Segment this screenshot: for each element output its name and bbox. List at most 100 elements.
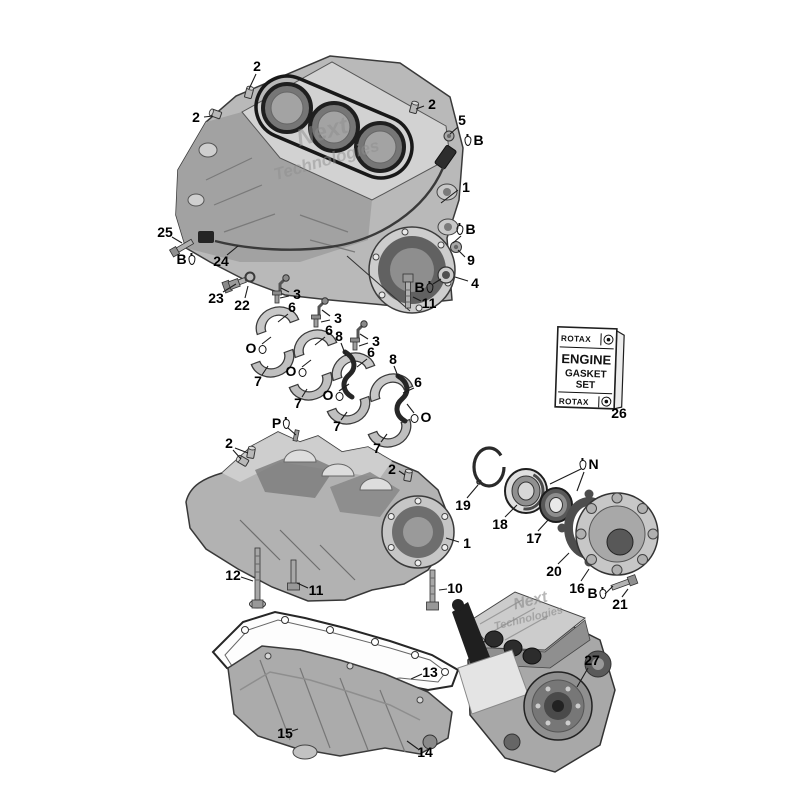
oil-seal-17 [539, 487, 573, 523]
o-ring-22 [244, 271, 256, 283]
callout-11-10: 11 [422, 296, 437, 310]
callout-21-47: 21 [612, 597, 628, 611]
callout-16-45: 16 [569, 581, 585, 595]
callout-label: 8 [389, 351, 397, 367]
callout-b-12: B [176, 252, 196, 266]
callout-label: 8 [335, 328, 343, 344]
callout-label: 25 [157, 224, 173, 240]
callout-12-37: 12 [225, 568, 241, 582]
part-engine-assembly-27: Next Technologies [452, 588, 616, 773]
bolt-11-lower [287, 559, 300, 591]
droplet-icon [188, 253, 196, 265]
cylinder-bores [261, 82, 406, 173]
callout-label: 11 [421, 295, 437, 311]
part-bottom-pan-14 [227, 645, 453, 760]
callout-26-48: 26 [611, 406, 627, 420]
screw-21 [610, 574, 639, 591]
callout-o-26: O [286, 364, 307, 378]
ring-icon [298, 367, 307, 377]
callout-4-8: 4 [471, 276, 479, 290]
callout-label: 21 [612, 596, 628, 612]
callout-label: 7 [294, 395, 302, 411]
callout-b-6: B [456, 222, 476, 236]
bolt-11-upper [402, 273, 414, 309]
callout-o-27: O [323, 388, 344, 402]
callout-label: P [271, 415, 282, 431]
ring-icon [335, 391, 344, 401]
snap-ring-19 [472, 446, 506, 488]
callout-6-22: 6 [414, 375, 422, 389]
gasket-box-brand-top: ROTAX [561, 334, 591, 344]
callout-label: 2 [253, 58, 261, 74]
callout-7-31: 7 [333, 419, 341, 433]
engine-dipstick [452, 599, 492, 678]
callout-7-29: 7 [254, 374, 262, 388]
callout-5-3: 5 [458, 113, 466, 127]
gasket-box-title-2: GASKET [565, 368, 607, 380]
part-gasket-set-box: ROTAX ENGINE GASKET SET ROTAX [554, 326, 625, 410]
callout-18-41: 18 [492, 517, 508, 531]
callout-13-49: 13 [422, 665, 438, 679]
callout-label: 18 [492, 516, 508, 532]
part-pto-group [472, 446, 659, 591]
callout-20-44: 20 [546, 564, 562, 578]
callout-25-11: 25 [157, 225, 173, 239]
part-lower-crankcase [185, 429, 455, 602]
callout-9-7: 9 [467, 253, 475, 267]
part-cylinder-block: Next Technologies [175, 55, 464, 314]
callout-o-28: O [410, 410, 431, 424]
callout-label: 24 [213, 253, 229, 269]
part-oil-pipes [341, 349, 410, 424]
callout-label: 14 [417, 744, 433, 760]
droplet-icon [579, 458, 587, 470]
callout-label: B [587, 585, 598, 601]
callout-label: 1 [462, 179, 470, 195]
callout-label: 27 [584, 652, 600, 668]
callout-3-17: 3 [334, 311, 342, 325]
bolt-10 [426, 569, 439, 611]
droplet-icon [599, 587, 607, 599]
callout-1-5: 1 [462, 180, 470, 194]
callout-label: 7 [373, 440, 381, 456]
callout-label: 12 [225, 567, 241, 583]
callout-b-4: B [464, 132, 484, 148]
callout-label: 5 [458, 112, 466, 128]
callout-label: 4 [471, 275, 479, 291]
callout-label: 23 [208, 290, 224, 306]
callout-1-36: 1 [463, 536, 471, 550]
callout-label: B [473, 132, 484, 148]
callout-14-51: 14 [417, 745, 433, 759]
callout-label: O [322, 387, 334, 403]
callout-15-50: 15 [277, 726, 293, 740]
callout-label: 26 [611, 405, 627, 421]
callout-label: 3 [293, 286, 301, 302]
engine-clutch [523, 671, 593, 741]
droplet-icon [283, 417, 291, 429]
callout-label: 15 [277, 725, 293, 741]
callout-o-25: O [246, 341, 267, 355]
callout-10-39: 10 [447, 581, 463, 595]
callout-7-30: 7 [294, 396, 302, 410]
callout-b-9: B [414, 280, 434, 294]
callout-2-2: 2 [428, 97, 436, 111]
callout-label: 13 [422, 664, 438, 680]
callout-label: 2 [388, 461, 396, 477]
bearing-housing-16 [575, 492, 659, 576]
oil-pressure-line [198, 145, 457, 251]
callout-label: 9 [467, 252, 475, 268]
callout-8-24: 8 [389, 352, 397, 366]
droplet-icon [464, 134, 472, 146]
callout-label: 16 [569, 580, 585, 596]
callout-label: 20 [546, 563, 562, 579]
callout-22-15: 22 [234, 298, 250, 312]
part-oil-nozzles [272, 274, 368, 351]
callout-label: 6 [325, 322, 333, 338]
callout-label: 1 [463, 535, 471, 551]
callout-2-1: 2 [192, 110, 200, 124]
gasket-box-title-3: SET [575, 380, 595, 392]
callout-label: 2 [428, 96, 436, 112]
callout-label: 2 [192, 109, 200, 125]
gasket-box-title-1: ENGINE [561, 351, 612, 368]
callout-label: 2 [225, 435, 233, 451]
callout-24-13: 24 [213, 254, 229, 268]
